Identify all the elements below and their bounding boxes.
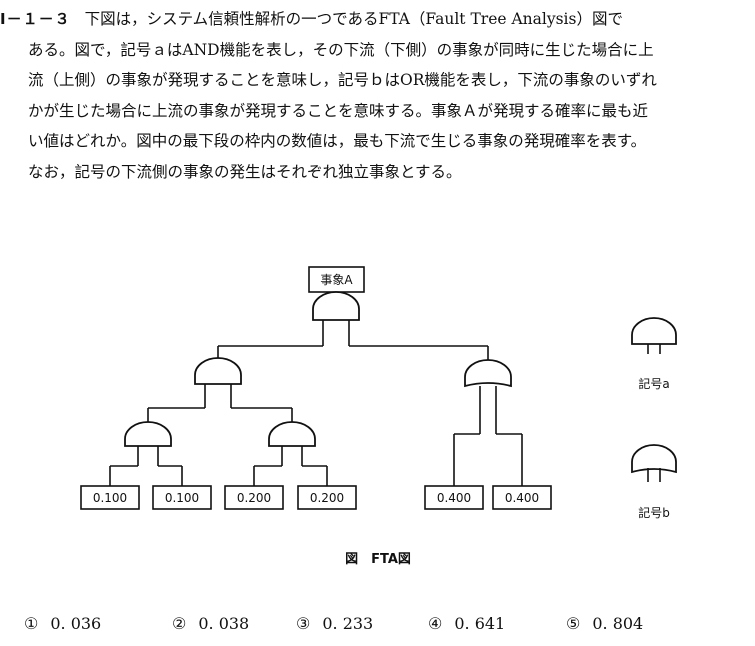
leaf-box-4: 0.200	[297, 485, 357, 510]
tree-connectors	[109, 292, 523, 486]
top-event-box: 事象A	[308, 266, 365, 293]
leaf-box-1: 0.100	[80, 485, 140, 510]
and-gate-left-icon	[194, 357, 242, 385]
question-line-3: 流（上側）の事象が発現することを意味し，記号ｂはOR機能を表し，下流の事象のいず…	[28, 71, 657, 89]
and-gate-legend-icon	[631, 317, 677, 345]
leaf-box-6: 0.400	[492, 485, 552, 510]
svg-text:0.100: 0.100	[93, 491, 127, 505]
leaf-box-2: 0.100	[152, 485, 212, 510]
leaf-box-5: 0.400	[424, 485, 484, 510]
and-gate-bottom-left-icon	[124, 421, 172, 447]
svg-text:0.400: 0.400	[437, 491, 471, 505]
legend-label-a: 記号a	[638, 376, 669, 391]
question-line-2: ある。図で，記号ａはAND機能を表し，その下流（下側）の事象が同時に生じた場合に…	[28, 40, 654, 59]
or-gate-right-icon	[464, 359, 512, 388]
and-gate-bottom-mid-icon	[268, 421, 316, 447]
leaf-box-3: 0.200	[224, 485, 284, 510]
top-event-label: 事象A	[320, 273, 353, 287]
svg-text:0.200: 0.200	[237, 491, 271, 505]
legend-symbol-b: 記号b	[631, 444, 677, 520]
question-line-4: かが生じた場合に上流の事象が発現することを意味する。事象Ａが発現する確率に最も近	[28, 101, 649, 120]
svg-text:0.200: 0.200	[310, 491, 344, 505]
svg-text:0.400: 0.400	[505, 491, 539, 505]
question-line-6: なお，記号の下流側の事象の発生はそれぞれ独立事象とする。	[28, 162, 462, 181]
legend-label-b: 記号b	[638, 505, 670, 520]
svg-text:0.100: 0.100	[165, 491, 199, 505]
figure-caption: 図 FTA図	[345, 552, 411, 567]
or-gate-legend-icon	[631, 444, 677, 474]
legend-symbol-a: 記号a	[631, 317, 677, 391]
question-line-5: い値はどれか。図中の最下段の枠内の数値は，最も下流で生じる事象の発現確率を表す。	[28, 132, 647, 150]
and-gate-top-icon	[312, 291, 360, 321]
question-number: Ⅰ－１－３	[0, 10, 71, 28]
